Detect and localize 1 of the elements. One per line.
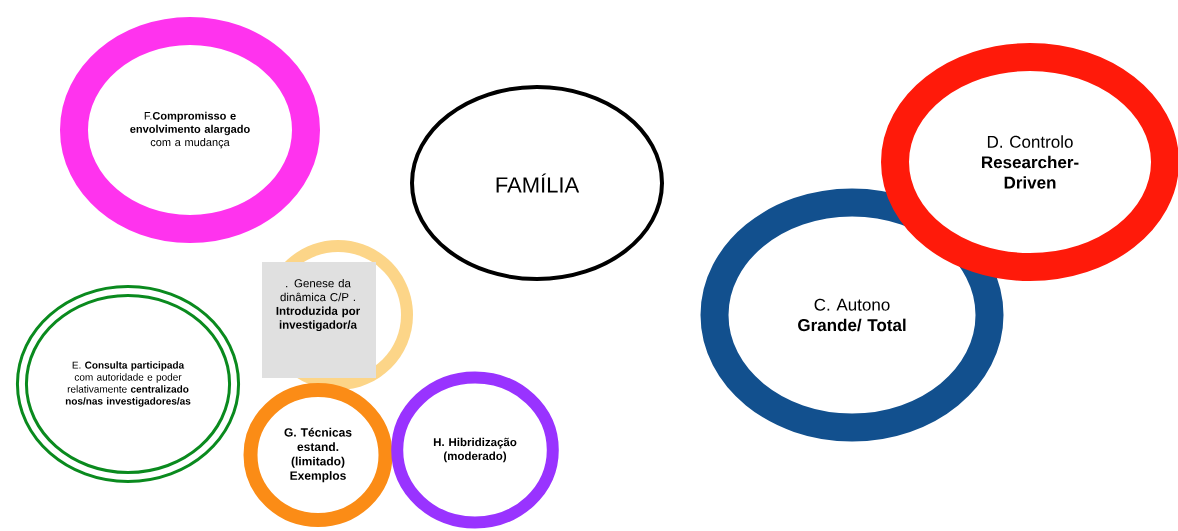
node-label: D. Controlo Researcher-Driven xyxy=(982,135,1079,189)
